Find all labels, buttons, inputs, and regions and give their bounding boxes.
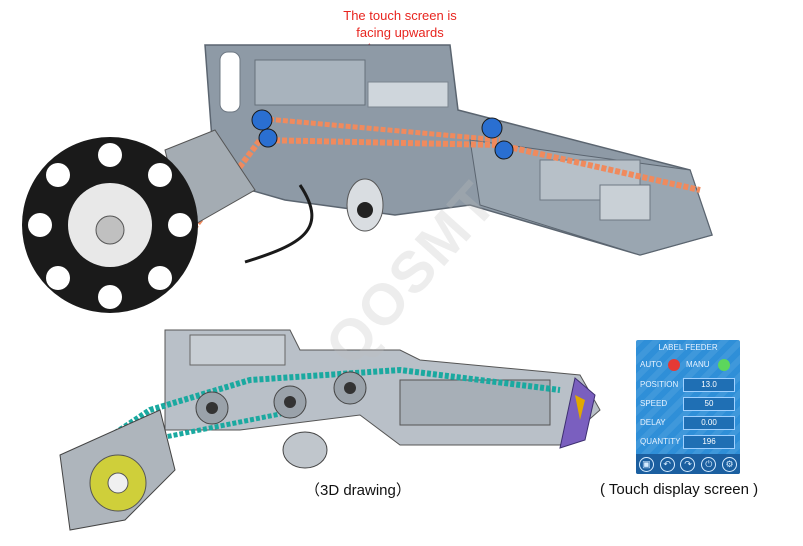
position-label: POSITION bbox=[640, 380, 679, 389]
touch-display-panel: LABEL FEEDER AUTO MANU POSITION 13.0 SPE… bbox=[636, 340, 740, 474]
delay-label: DELAY bbox=[640, 418, 666, 427]
speed-field[interactable]: 50 bbox=[683, 397, 735, 411]
quantity-field[interactable]: 196 bbox=[683, 435, 735, 449]
feeder-3d-drawing bbox=[59, 329, 601, 531]
redo-icon[interactable]: ↷ bbox=[680, 456, 696, 472]
delay-row: DELAY 0.00 bbox=[636, 414, 740, 432]
quantity-label: QUANTITY bbox=[640, 437, 681, 446]
delay-field[interactable]: 0.00 bbox=[683, 416, 735, 430]
belt-photo bbox=[182, 136, 701, 242]
auto-button[interactable] bbox=[668, 359, 680, 371]
panel-title: LABEL FEEDER bbox=[658, 343, 718, 352]
touch-screen-annotation: The touch screen is facing upwards bbox=[330, 7, 470, 41]
manu-button[interactable] bbox=[718, 359, 730, 371]
caption-3d-drawing: （3D drawing） bbox=[305, 482, 411, 499]
annotation-line-1: The touch screen is bbox=[343, 8, 457, 23]
settings-icon[interactable]: ⚙ bbox=[722, 456, 738, 472]
manu-label: MANU bbox=[686, 360, 710, 369]
speed-label: SPEED bbox=[640, 399, 668, 408]
annotation-line-2: facing upwards bbox=[356, 25, 444, 40]
panel-icon-bar: ▣ ↶ ↷ ⏻ ⚙ bbox=[636, 454, 740, 474]
power-icon[interactable]: ⏻ bbox=[701, 456, 717, 472]
undo-icon[interactable]: ↶ bbox=[659, 456, 675, 472]
mode-row: AUTO MANU bbox=[636, 356, 740, 374]
image-icon[interactable]: ▣ bbox=[638, 456, 654, 472]
position-field[interactable]: 13.0 bbox=[683, 378, 735, 392]
feeder-photo bbox=[22, 44, 713, 313]
auto-label: AUTO bbox=[640, 360, 663, 369]
quantity-row: QUANTITY 196 bbox=[636, 433, 740, 451]
touch-screen-housing bbox=[254, 59, 366, 106]
speed-row: SPEED 50 bbox=[636, 395, 740, 413]
position-row: POSITION 13.0 bbox=[636, 376, 740, 394]
caption-touch-display: ( Touch display screen ) bbox=[600, 481, 759, 498]
